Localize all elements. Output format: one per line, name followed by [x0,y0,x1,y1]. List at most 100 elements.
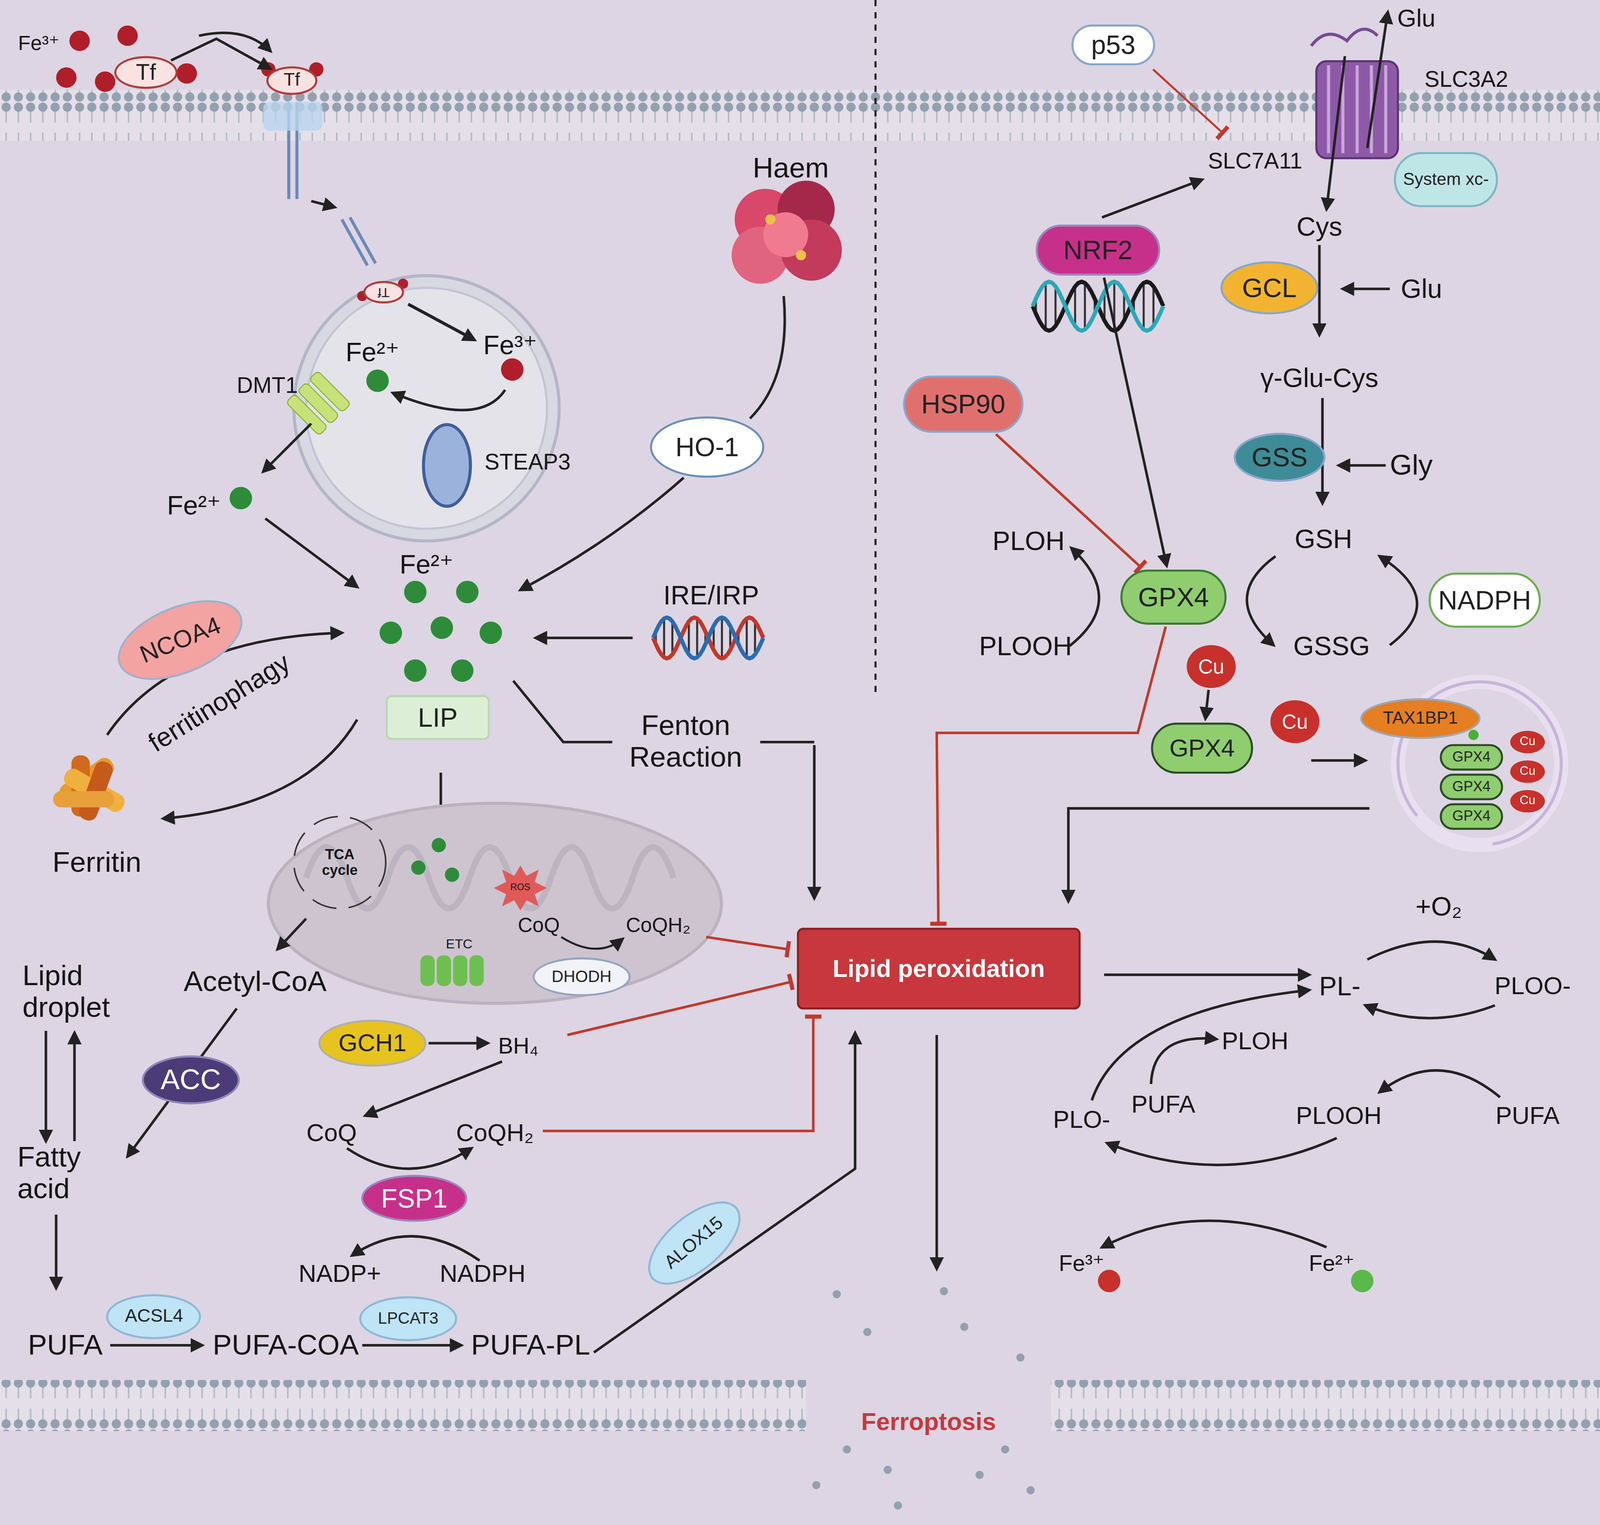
text-label: PUFA-PL [470,1329,591,1361]
text-label: Fe³⁺ [483,330,538,360]
ellipse-node: GCH1 [318,1019,428,1067]
text-label: GSH [1294,524,1353,554]
ellipse-node: Cu [1270,699,1320,743]
text-label: Haem [752,152,829,185]
text-label: +O₂ [1415,891,1463,921]
node-text: Tf [377,284,390,299]
node-text: System xc- [1403,170,1489,190]
node-text: NADPH [1438,585,1532,615]
text-label: Fe²⁺ [1308,1251,1355,1276]
node-text: NRF2 [1063,235,1133,265]
text-label: Fe³⁺ [1058,1251,1105,1276]
node-text: Cu [1519,735,1536,749]
node-text: LIP [417,702,458,732]
text-label: NADPH [439,1259,526,1287]
text-label: Gly [1389,449,1433,481]
node-text: ACC [160,1063,221,1096]
text-label: CoQH₂ [625,913,691,936]
box-node: LIP [385,694,490,740]
ellipse-node: Tf [363,280,405,304]
text-label: NADP+ [298,1259,382,1287]
ellipse-node: ACSL4 [106,1293,202,1339]
node-text: ACSL4 [125,1306,184,1327]
text-label: PLOO- [1494,972,1571,1000]
text-label: PUFA [1131,1090,1196,1118]
ellipse-node: Tf [266,66,318,95]
node-text: HO-1 [675,432,739,462]
node-text: NCOA4 [136,611,225,669]
text-label: Cys [1296,211,1343,242]
arrow-connector [1104,277,1167,566]
text-label: PUFA [28,1329,103,1361]
arrow-connector [171,38,271,69]
node-text: Tf [136,60,156,85]
text-label: PLOOH [1295,1101,1382,1129]
text-label: Fe²⁺ [166,490,221,520]
node-text: GPX4 [1452,749,1491,765]
node-text: DHODH [551,967,612,986]
text-label: PLOOH [978,631,1073,661]
text-label: IRE/IRP [663,580,759,610]
text-label: PUFA [1495,1101,1560,1129]
node-text: GPX4 [1138,582,1209,612]
node-text: GPX4 [1452,808,1491,825]
text-label: PLOH [992,526,1065,556]
inhibition-connector [936,626,1166,924]
text-label: TCA cycle [309,846,371,878]
ellipse-node: Cu [1186,644,1236,688]
text-label: Fenton Reaction [609,710,763,774]
box-node: System xc- [1394,152,1498,208]
text-label: BH₄ [498,1033,539,1059]
text-label: Fe²⁺ [345,337,400,367]
ellipse-node: DHODH [533,957,631,996]
node-text: Cu [1519,764,1536,779]
node-text: GPX4 [1452,778,1491,795]
text-label: PL- [1319,971,1361,1001]
box-node: NRF2 [1035,224,1161,276]
text-label: GSSG [1293,631,1370,661]
ellipse-node: Tf [114,55,178,89]
text-label: CoQ [306,1119,357,1147]
node-text: Cu [1281,710,1309,733]
text-label: PLO- [1052,1106,1110,1133]
box-node: GPX4 [1439,773,1504,800]
node-text: TAX1BP1 [1383,708,1459,729]
text-label: Fatty acid [17,1141,110,1205]
ellipse-node: Cu [1510,789,1545,813]
node-text: GPX4 [1169,734,1235,762]
ellipse-node: GSS [1233,432,1326,482]
text-label: DMT1 [236,373,298,398]
text-label: Glu [1397,5,1436,33]
arrow-connector [1205,689,1209,719]
ellipse-node: Cu [1510,730,1545,753]
box-node: p53 [1071,24,1156,66]
node-text: LPCAT3 [377,1309,439,1328]
node-text: GCL [1242,273,1297,303]
text-label: Ferritin [52,846,142,878]
ellipse-node: LPCAT3 [359,1295,458,1341]
node-text: GSS [1251,442,1308,472]
text-label: CoQH₂ [456,1119,534,1147]
text-label: ROS [510,882,531,894]
text-label: STEAP3 [484,449,571,475]
ellipse-node: FSP1 [361,1174,468,1222]
text-label: CoQ [517,913,560,936]
box-node: HSP90 [903,375,1024,433]
box-node: GPX4 [1439,803,1504,830]
node-text: Cu [1198,655,1225,678]
box-node: NADPH [1429,572,1541,628]
ellipse-node: GCL [1220,261,1319,315]
box-node: GPX4 [1439,743,1504,771]
ellipse-node: TAX1BP1 [1360,697,1481,739]
node-text: GCH1 [338,1029,407,1057]
box-node: GPX4 [1120,569,1227,625]
text-label: Glu [1400,274,1443,304]
text-label: PUFA-COA [212,1329,359,1361]
box-node: GPX4 [1150,722,1253,774]
ellipse-node: ACC [141,1055,240,1105]
text-label: PLOH [1221,1027,1289,1055]
box-node: Lipid peroxidation [796,927,1081,1010]
text-label: Lipid droplet [22,960,145,1024]
text-label: SLC3A2 [1424,67,1509,92]
